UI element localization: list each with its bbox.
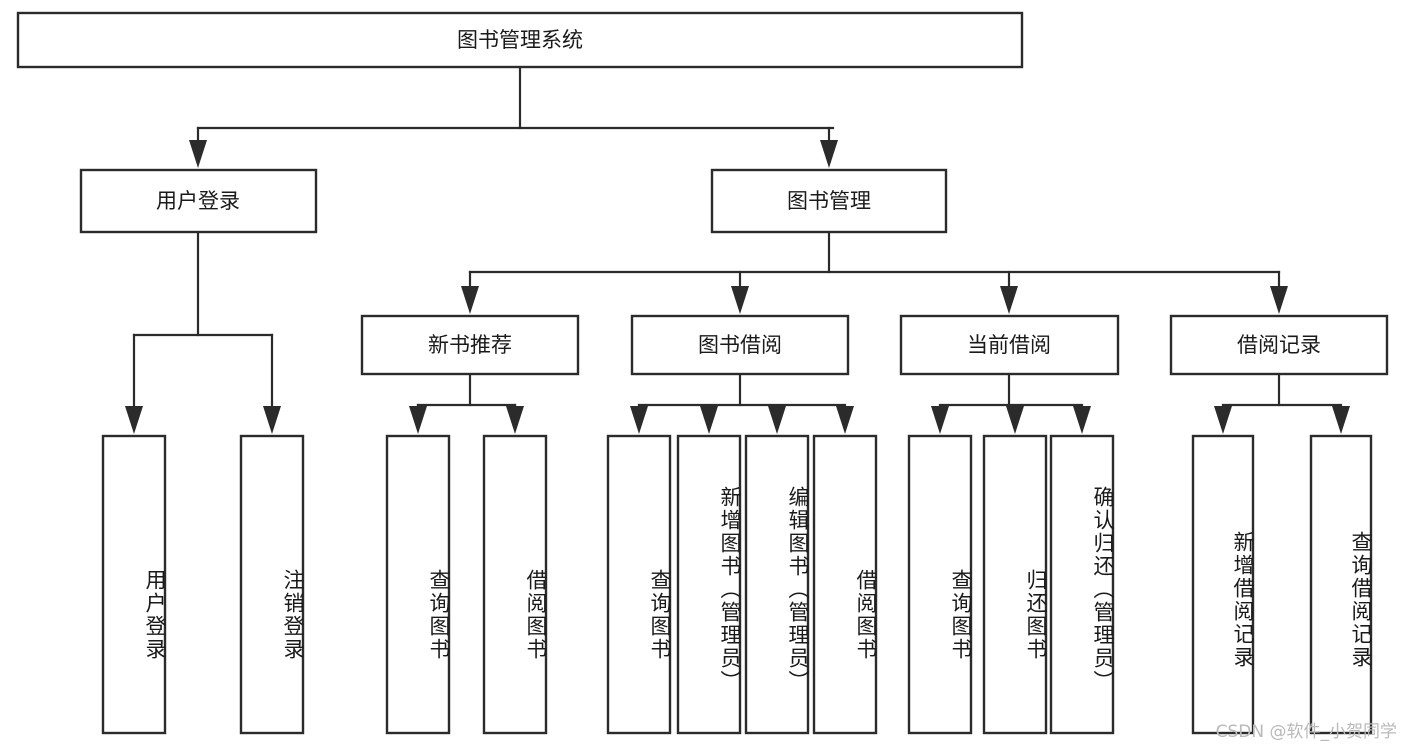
- arrow-head-leaf-confirm-return: [1073, 406, 1091, 434]
- node-root-rect[interactable]: [16, 11, 1024, 69]
- node-user-login-rect[interactable]: [79, 168, 318, 234]
- node-user-login[interactable]: 用户登录: [79, 168, 318, 234]
- node-book-borrow-rect[interactable]: [630, 314, 850, 376]
- node-leaf-query-book-3-rect[interactable]: [907, 434, 973, 735]
- arrow-head-leaf-borrow-book-1: [506, 406, 524, 434]
- node-current-borrow-rect[interactable]: [899, 314, 1120, 376]
- node-leaf-edit-book-rect[interactable]: [744, 434, 810, 735]
- node-borrow-record[interactable]: 借阅记录: [1169, 314, 1389, 376]
- node-leaf-add-book-rect[interactable]: [676, 434, 742, 735]
- node-book-manage-rect[interactable]: [710, 168, 948, 234]
- connector-group-new-book-recommend: [409, 372, 524, 434]
- arrow-head-current-borrow: [1000, 286, 1018, 314]
- node-root-label: 图书管理系统: [457, 28, 583, 52]
- node-book-borrow-label: 图书借阅: [698, 333, 782, 357]
- arrow-head-book-manage: [820, 140, 838, 168]
- node-new-book-recommend-label: 新书推荐: [428, 333, 512, 357]
- node-current-borrow[interactable]: 当前借阅: [899, 314, 1120, 376]
- connector-group-book-borrow: [630, 372, 854, 434]
- node-leaf-borrow-book-1-rect[interactable]: [482, 434, 548, 735]
- arrow-head-leaf-return-book: [1006, 406, 1024, 434]
- node-leaf-query-book-1-rect[interactable]: [385, 434, 451, 735]
- connector-group-current-borrow: [931, 372, 1091, 434]
- node-root[interactable]: 图书管理系统: [16, 11, 1024, 69]
- arrow-head-borrow-record: [1270, 286, 1288, 314]
- node-leaf-query-book-2-rect[interactable]: [606, 434, 672, 735]
- node-book-manage[interactable]: 图书管理: [710, 168, 948, 234]
- arrow-head-leaf-edit-book: [768, 406, 786, 434]
- csdn-watermark: CSDN @软件_小贺同学: [1215, 722, 1397, 742]
- arrow-head-leaf-user-login: [125, 406, 143, 434]
- arrow-head-leaf-query-book-2: [630, 406, 648, 434]
- arrow-head-new-book-recommend: [461, 286, 479, 314]
- connector-group-borrow-record: [1214, 372, 1350, 434]
- node-new-book-recommend-rect[interactable]: [360, 314, 580, 376]
- connector-group-root: [189, 65, 838, 168]
- node-leaf-logout-rect[interactable]: [239, 434, 305, 735]
- node-user-login-label: 用户登录: [156, 189, 240, 213]
- node-leaf-confirm-return-rect[interactable]: [1049, 434, 1115, 735]
- arrow-head-leaf-logout: [263, 406, 281, 434]
- node-leaf-query-record-rect[interactable]: [1309, 434, 1373, 735]
- arrow-head-leaf-query-record: [1332, 406, 1350, 434]
- node-borrow-record-label: 借阅记录: [1237, 333, 1321, 357]
- arrow-head-leaf-query-book-1: [409, 406, 427, 434]
- arrow-head-leaf-borrow-book-2: [836, 406, 854, 434]
- connector-group-user-login: [125, 230, 281, 434]
- node-book-manage-label: 图书管理: [787, 189, 871, 213]
- node-new-book-recommend[interactable]: 新书推荐: [360, 314, 580, 376]
- arrow-head-book-borrow: [731, 286, 749, 314]
- arrow-head-leaf-add-book: [700, 406, 718, 434]
- node-borrow-record-rect[interactable]: [1169, 314, 1389, 376]
- arrow-head-leaf-query-book-3: [931, 406, 949, 434]
- node-leaf-return-book-rect[interactable]: [982, 434, 1048, 735]
- arrow-head-user-login: [189, 140, 207, 168]
- arrow-head-leaf-add-record: [1214, 406, 1232, 434]
- node-current-borrow-label: 当前借阅: [967, 333, 1051, 357]
- node-book-borrow[interactable]: 图书借阅: [630, 314, 850, 376]
- connector-group-book-manage: [461, 230, 1288, 314]
- node-leaf-add-record-rect[interactable]: [1191, 434, 1255, 735]
- node-leaf-borrow-book-2-rect[interactable]: [812, 434, 878, 735]
- node-leaf-user-login-rect[interactable]: [101, 434, 167, 735]
